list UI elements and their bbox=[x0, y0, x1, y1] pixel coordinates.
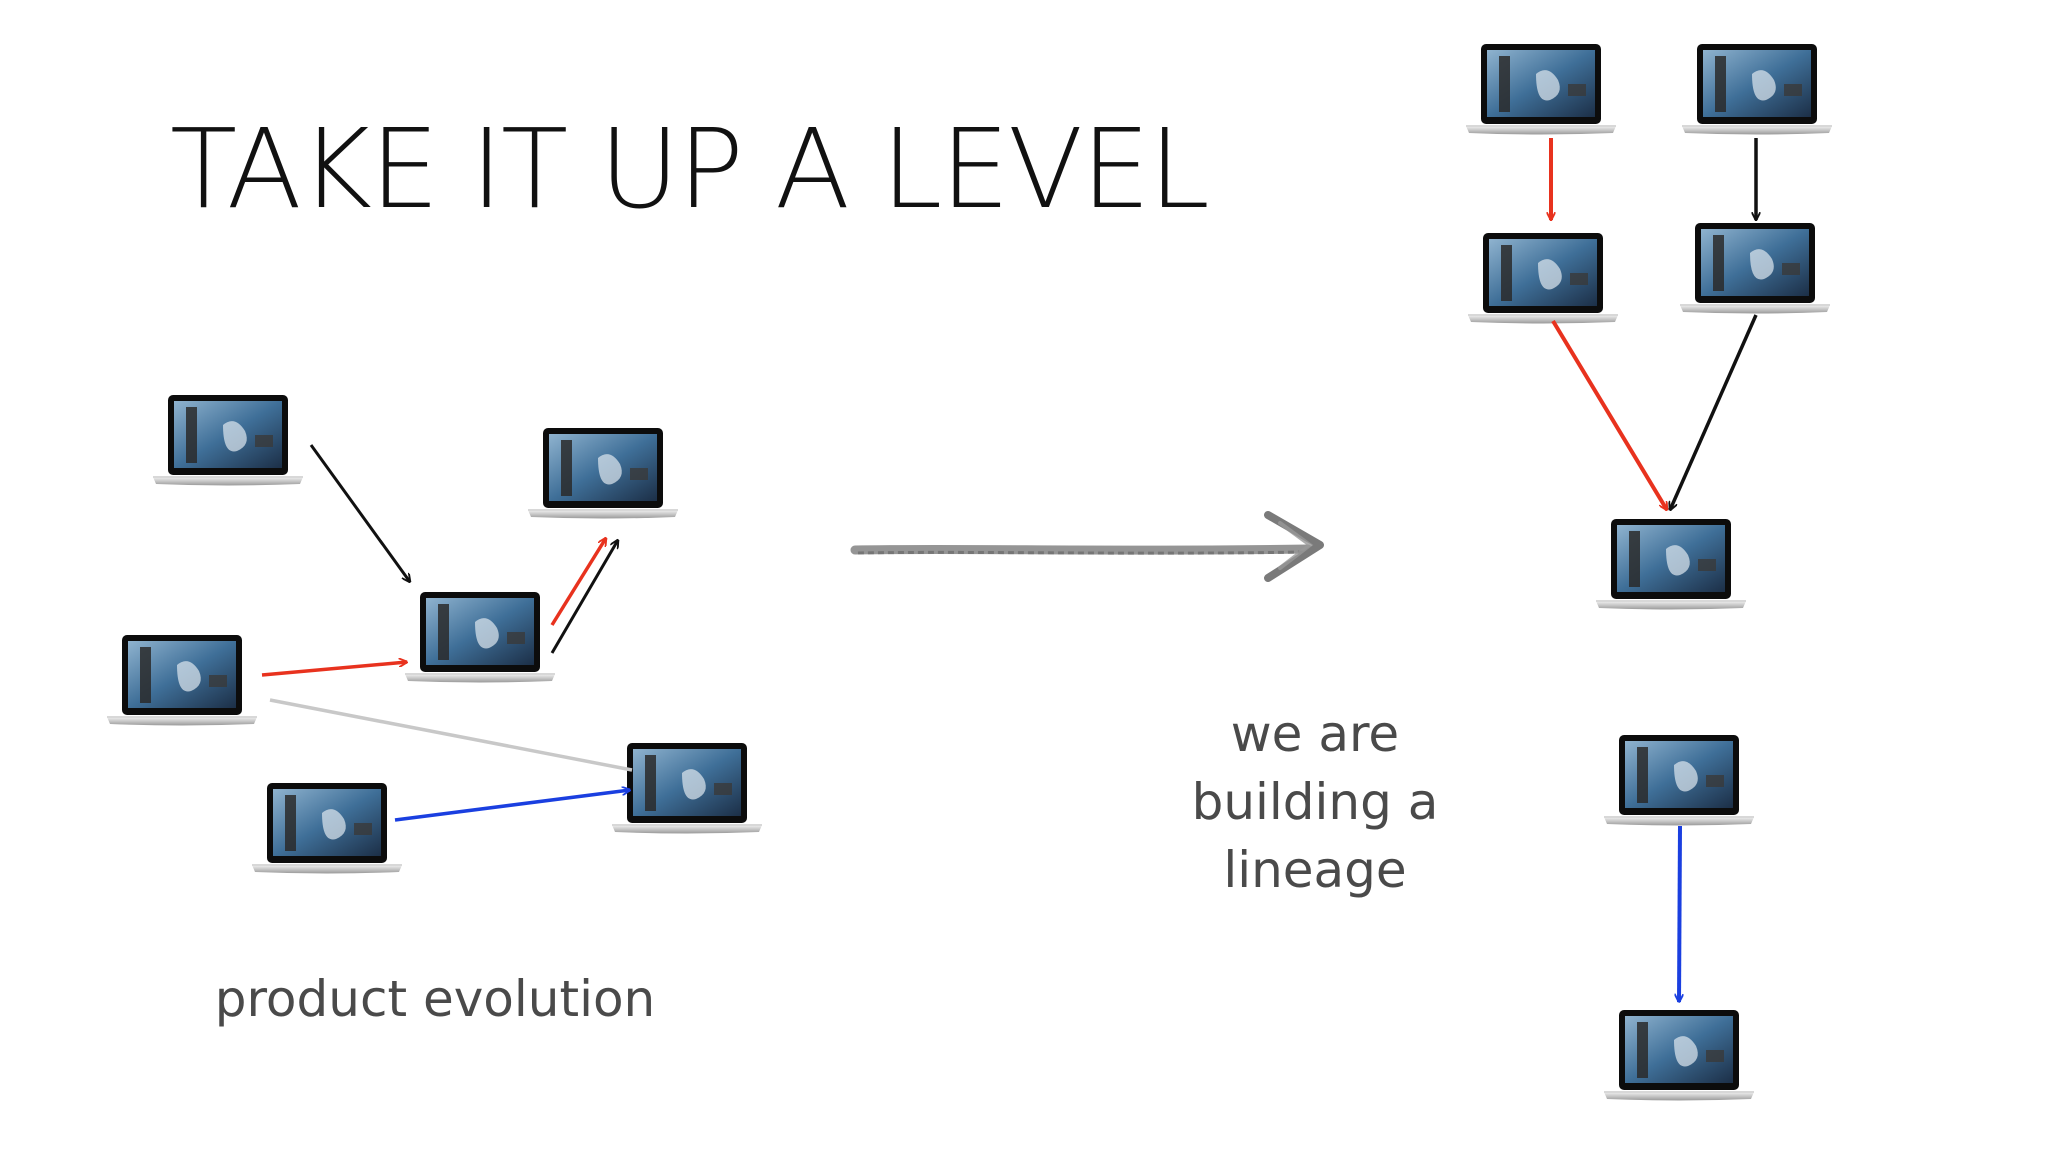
laptop-icon bbox=[1682, 44, 1832, 135]
slide-title: TAKE IT UP A LEVEL bbox=[170, 105, 1210, 233]
laptop-icon bbox=[1466, 44, 1616, 135]
caption-line: lineage bbox=[1223, 841, 1407, 899]
arrow-gray bbox=[269, 698, 633, 772]
laptop-icon bbox=[1468, 233, 1618, 324]
arrow-red bbox=[1551, 319, 1669, 510]
laptop-icon bbox=[252, 783, 402, 874]
arrow-blue bbox=[394, 790, 630, 822]
laptop-icon bbox=[612, 743, 762, 834]
arrow-blue bbox=[1679, 825, 1680, 1002]
laptop-icon bbox=[1604, 1010, 1754, 1101]
caption-lineage: we are building a lineage bbox=[1160, 700, 1470, 904]
laptop-icon bbox=[153, 395, 303, 486]
arrow-red bbox=[550, 538, 606, 626]
arrow-black bbox=[1670, 314, 1758, 510]
laptop-icon bbox=[107, 635, 257, 726]
laptop-icon bbox=[1604, 735, 1754, 826]
laptop-icon bbox=[1680, 223, 1830, 314]
caption-line: building a bbox=[1191, 773, 1439, 831]
arrow-black bbox=[550, 540, 618, 654]
laptop-icon bbox=[405, 592, 555, 683]
laptop-icon bbox=[528, 428, 678, 519]
caption-line: we are bbox=[1230, 705, 1400, 763]
arrow-black bbox=[309, 444, 410, 582]
transition-arrow-icon bbox=[850, 511, 1324, 582]
caption-product-evolution: product evolution bbox=[214, 970, 656, 1028]
arrow-red bbox=[261, 662, 407, 677]
laptop-icon bbox=[1596, 519, 1746, 610]
